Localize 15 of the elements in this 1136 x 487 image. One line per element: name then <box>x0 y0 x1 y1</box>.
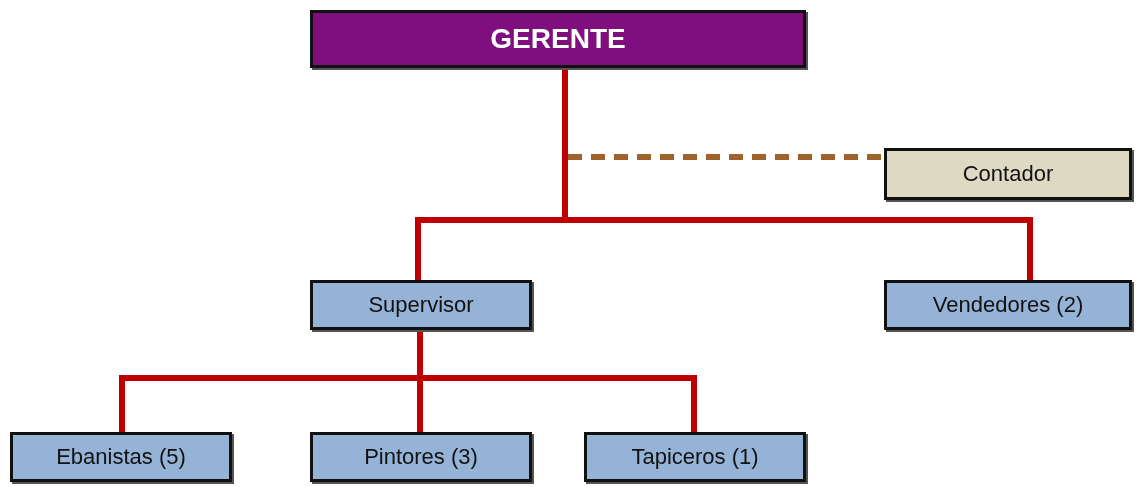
role-label: Ebanistas (5) <box>56 444 186 470</box>
manager-box <box>310 10 806 68</box>
role-box <box>310 432 532 482</box>
role-label: Supervisor <box>368 292 474 318</box>
role-box <box>884 280 1132 330</box>
role-box <box>310 280 532 330</box>
role-label: Pintores (3) <box>364 444 478 470</box>
role-label: Tapiceros (1) <box>631 444 759 470</box>
role-label: GERENTE <box>490 23 626 55</box>
role-box <box>584 432 806 482</box>
connector-line <box>417 330 697 432</box>
role-box <box>884 148 1132 200</box>
role-label: Contador <box>962 161 1054 187</box>
role-box <box>10 432 232 482</box>
role-label: Vendedores (2) <box>932 292 1084 318</box>
